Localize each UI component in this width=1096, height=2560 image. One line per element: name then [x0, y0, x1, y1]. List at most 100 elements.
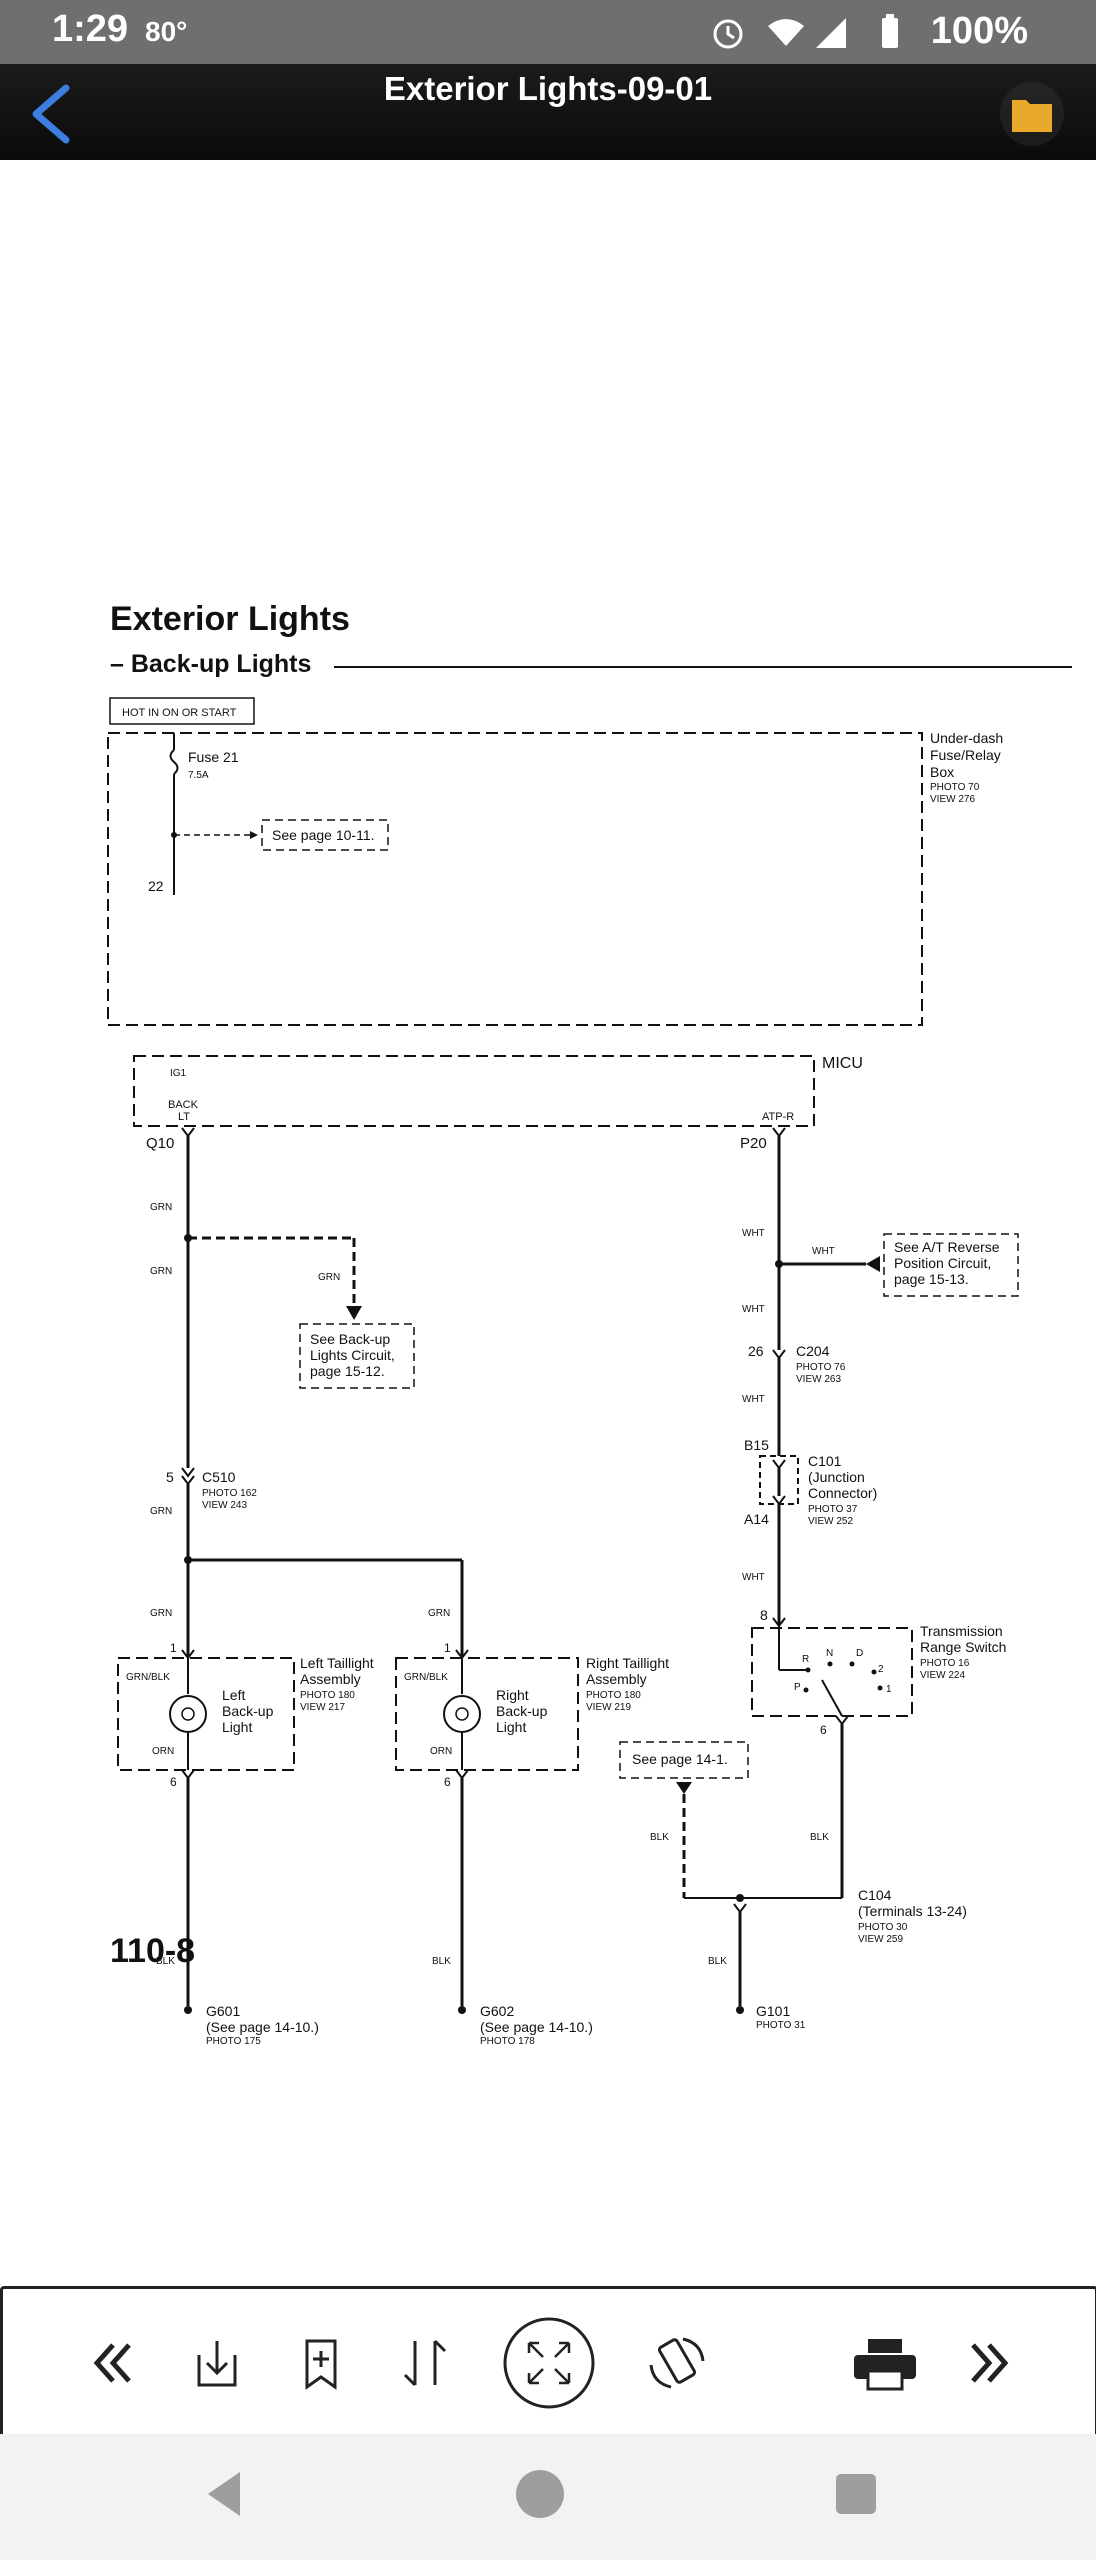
see-page-10-11: See page 10-11. [272, 827, 375, 843]
svg-text:PHOTO 162: PHOTO 162 [202, 1488, 257, 1499]
svg-text:Under-dash: Under-dash [930, 730, 1003, 746]
svg-text:N: N [826, 1648, 833, 1659]
svg-text:See page 14-1.: See page 14-1. [632, 1751, 728, 1767]
rotate-button[interactable] [627, 2289, 727, 2437]
svg-text:BACK: BACK [168, 1099, 199, 1111]
svg-text:Assembly: Assembly [586, 1671, 647, 1687]
svg-text:PHOTO 180: PHOTO 180 [300, 1690, 355, 1701]
svg-text:B15: B15 [744, 1437, 769, 1453]
home-nav-icon[interactable] [510, 2464, 570, 2524]
svg-text:G101: G101 [756, 2003, 790, 2019]
svg-text:WHT: WHT [742, 1394, 765, 1405]
svg-text:6: 6 [170, 1775, 177, 1789]
app-bar: Exterior Lights-09-01 [0, 64, 1096, 160]
download-button[interactable] [167, 2289, 267, 2437]
svg-text:GRN: GRN [318, 1272, 340, 1283]
svg-text:1: 1 [886, 1684, 892, 1695]
fullscreen-button[interactable] [495, 2289, 603, 2437]
sort-button[interactable] [375, 2289, 475, 2437]
wiring-diagram: HOT IN ON OR START Under-dash Fuse/Relay… [107, 666, 1072, 2047]
right-taillight-box [395, 1657, 579, 1771]
svg-text:ORN: ORN [152, 1746, 174, 1757]
hot-label: HOT IN ON OR START [122, 707, 237, 719]
svg-text:Connector): Connector) [808, 1485, 877, 1501]
svg-text:WHT: WHT [742, 1572, 765, 1583]
status-time: 1:29 [52, 8, 129, 50]
svg-text:VIEW 276: VIEW 276 [930, 794, 975, 805]
svg-text:GRN: GRN [150, 1608, 172, 1619]
pdf-toolbar [0, 2286, 1096, 2440]
svg-text:ORN: ORN [430, 1746, 452, 1757]
svg-text:Right Taillight: Right Taillight [586, 1655, 669, 1671]
svg-text:WHT: WHT [742, 1304, 765, 1315]
svg-text:PHOTO 180: PHOTO 180 [586, 1690, 641, 1701]
svg-text:GRN: GRN [150, 1202, 172, 1213]
document-page: Exterior Lights – Back-up Lights HOT IN … [0, 160, 1096, 2280]
back-arrow-icon[interactable] [22, 82, 78, 146]
svg-text:Q10: Q10 [146, 1135, 174, 1152]
svg-text:C104: C104 [858, 1887, 892, 1903]
print-button[interactable] [835, 2289, 935, 2437]
svg-text:VIEW 224: VIEW 224 [920, 1670, 965, 1681]
range-switch-box [751, 1627, 913, 1717]
svg-text:ATP-R: ATP-R [762, 1111, 794, 1123]
svg-text:Light: Light [222, 1719, 252, 1735]
svg-text:Back-up: Back-up [496, 1703, 548, 1719]
svg-text:1: 1 [444, 1641, 451, 1655]
svg-text:C204: C204 [796, 1343, 830, 1359]
bookmark-button[interactable] [271, 2289, 371, 2437]
svg-text:PHOTO 31: PHOTO 31 [756, 2020, 806, 2031]
rotate-icon [649, 2337, 705, 2389]
last-page-icon [971, 2343, 1009, 2383]
svg-text:(Terminals 13-24): (Terminals 13-24) [858, 1903, 967, 1919]
download-icon [197, 2341, 237, 2387]
svg-text:22: 22 [148, 878, 164, 894]
page-number: 110-8 [110, 1932, 196, 1970]
svg-text:VIEW 252: VIEW 252 [808, 1516, 853, 1527]
svg-text:Assembly: Assembly [300, 1671, 361, 1687]
diagram-subtitle: – Back-up Lights [110, 650, 312, 678]
svg-text:R: R [802, 1654, 809, 1665]
svg-text:Range Switch: Range Switch [920, 1639, 1006, 1655]
svg-text:P: P [794, 1682, 801, 1693]
folder-button[interactable] [1000, 82, 1064, 146]
svg-text:VIEW 243: VIEW 243 [202, 1500, 247, 1511]
svg-text:BLK: BLK [650, 1832, 669, 1843]
svg-text:Fuse/Relay: Fuse/Relay [930, 747, 1001, 763]
svg-text:BLK: BLK [156, 1956, 175, 1967]
svg-text:VIEW 219: VIEW 219 [586, 1702, 631, 1713]
svg-text:5: 5 [166, 1469, 174, 1485]
back-nav-icon[interactable] [194, 2464, 254, 2524]
alarm-icon [713, 19, 743, 49]
svg-text:GRN: GRN [150, 1506, 172, 1517]
svg-text:Position Circuit,: Position Circuit, [894, 1255, 991, 1271]
svg-text:VIEW 263: VIEW 263 [796, 1374, 841, 1385]
svg-text:GRN/BLK: GRN/BLK [126, 1672, 170, 1683]
svg-text:Left Taillight: Left Taillight [300, 1655, 374, 1671]
svg-text:WHT: WHT [812, 1246, 835, 1257]
svg-text:6: 6 [444, 1775, 451, 1789]
svg-text:VIEW 259: VIEW 259 [858, 1934, 903, 1945]
svg-text:IG1: IG1 [170, 1068, 187, 1079]
svg-text:(See page 14-10.): (See page 14-10.) [480, 2019, 593, 2035]
svg-text:PHOTO 178: PHOTO 178 [480, 2036, 535, 2047]
svg-text:1: 1 [170, 1641, 177, 1655]
folder-icon [1012, 100, 1052, 132]
svg-text:C510: C510 [202, 1469, 236, 1485]
svg-text:(Junction: (Junction [808, 1469, 865, 1485]
svg-text:A14: A14 [744, 1511, 769, 1527]
svg-text:D: D [856, 1648, 863, 1659]
svg-text:P20: P20 [740, 1135, 767, 1152]
fuse-label: Fuse 21 [188, 749, 239, 765]
micu-box [133, 1055, 815, 1127]
svg-text:BLK: BLK [810, 1832, 829, 1843]
add-bookmark-icon [305, 2339, 337, 2390]
svg-text:GRN/BLK: GRN/BLK [404, 1672, 448, 1683]
svg-text:GRN: GRN [150, 1266, 172, 1277]
svg-text:PHOTO 30: PHOTO 30 [858, 1922, 908, 1933]
last-page-button[interactable] [941, 2289, 1041, 2437]
svg-text:PHOTO 175: PHOTO 175 [206, 2036, 261, 2047]
svg-text:2: 2 [878, 1664, 884, 1675]
recents-nav-icon[interactable] [826, 2464, 886, 2524]
first-page-button[interactable] [61, 2289, 161, 2437]
